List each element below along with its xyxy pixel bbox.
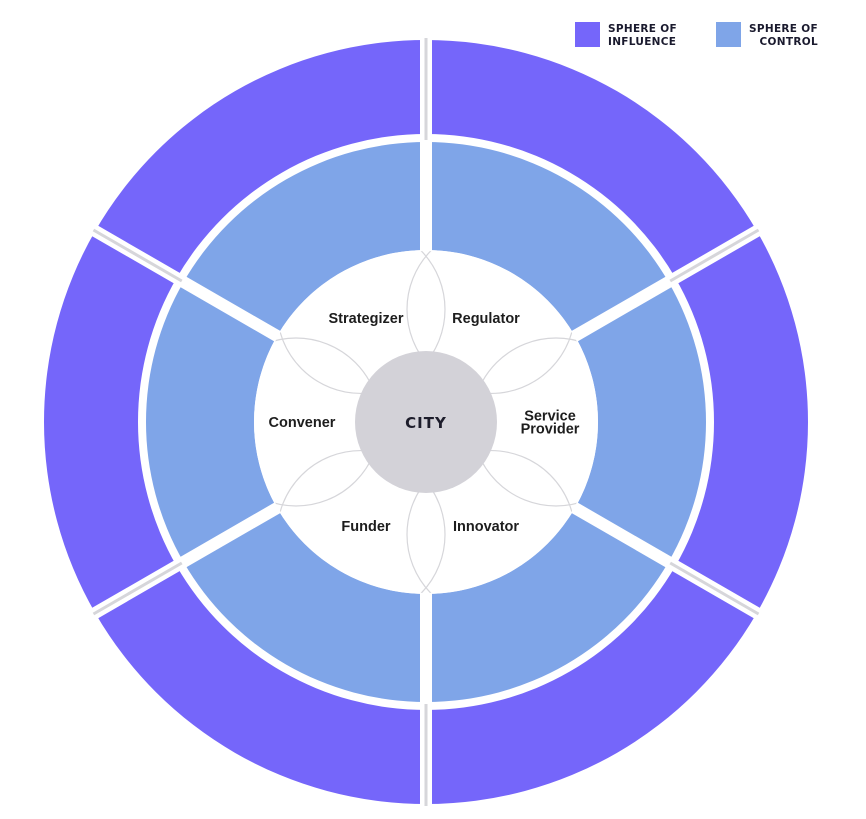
role-label-regulator: Regulator: [452, 311, 520, 327]
sphere-of-control-ring: [146, 142, 707, 702]
ring-dividers: [88, 36, 764, 808]
legend-control-swatch: [716, 22, 741, 47]
divider-line: [669, 228, 760, 283]
influence-segment: [675, 231, 808, 613]
control-segment: [183, 142, 426, 336]
role-label-innovator: Innovator: [453, 519, 519, 535]
control-segment: [426, 142, 669, 336]
legend-influence-label: SPHERE OF INFLUENCE: [608, 23, 677, 48]
influence-segment: [95, 39, 427, 278]
role-label-convener: Convener: [269, 415, 336, 431]
influence-segment: [426, 40, 757, 278]
divider-line: [92, 228, 183, 283]
city-circle: [355, 351, 497, 493]
role-label-strategizer: Strategizer: [329, 311, 404, 327]
divider-line: [669, 561, 760, 616]
divider-line: [92, 561, 183, 616]
influence-segment: [43, 231, 177, 613]
legend-influence: SPHERE OF INFLUENCE: [575, 22, 677, 52]
control-segment: [183, 508, 426, 702]
city-label: CITY: [405, 414, 447, 432]
control-segment: [146, 282, 278, 562]
legend-control-label: SPHERE OF CONTROL: [749, 23, 818, 48]
control-segment: [426, 508, 669, 702]
influence-segment: [95, 566, 427, 804]
control-segment: [574, 282, 707, 562]
legend-influence-swatch: [575, 22, 600, 47]
influence-segment: [426, 566, 757, 804]
role-label-funder: Funder: [341, 519, 390, 535]
sphere-of-influence-ring: [43, 39, 808, 804]
legend-control: SPHERE OF CONTROL: [716, 22, 818, 52]
